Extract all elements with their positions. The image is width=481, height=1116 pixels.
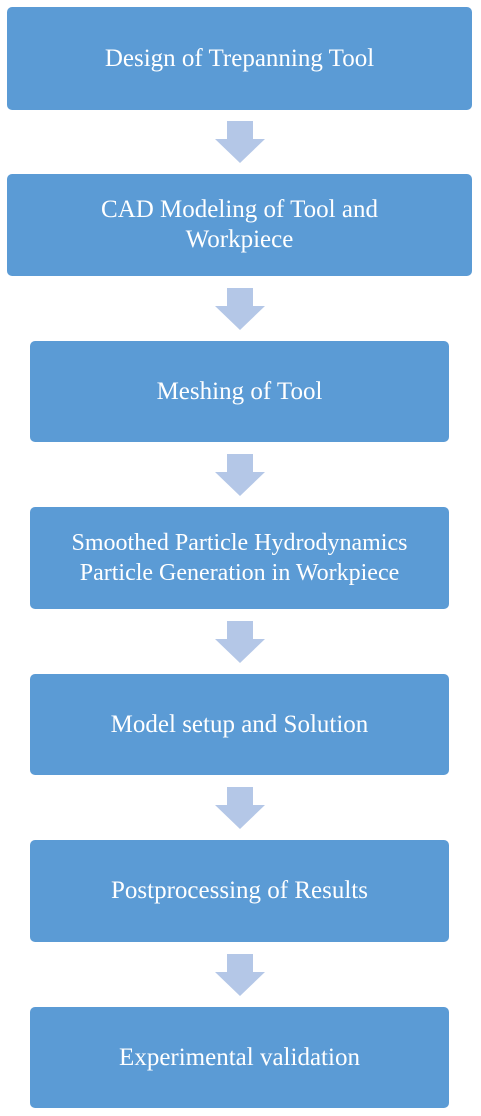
down-arrow-icon xyxy=(215,621,265,663)
step-label: Smoothed Particle Hydrodynamics Particle… xyxy=(71,530,408,586)
step-meshing-of-tool: Meshing of Tool xyxy=(30,341,449,442)
step-model-setup-solution: Model setup and Solution xyxy=(30,674,449,775)
down-arrow-icon xyxy=(215,954,265,996)
step-cad-modeling: CAD Modeling of Tool and Workpiece xyxy=(7,174,472,276)
step-label: Postprocessing of Results xyxy=(111,877,368,904)
step-label: Design of Trepanning Tool xyxy=(104,44,375,72)
step-label: Model setup and Solution xyxy=(110,710,369,738)
down-arrow-icon xyxy=(215,454,265,496)
down-arrow-icon xyxy=(215,121,265,163)
step-label: Meshing of Tool xyxy=(156,377,323,405)
step-sph-particle-generation: Smoothed Particle Hydrodynamics Particle… xyxy=(30,507,449,609)
down-arrow-icon xyxy=(215,787,265,829)
step-label: CAD Modeling of Tool and Workpiece xyxy=(101,196,378,253)
step-design-trepanning-tool: Design of Trepanning Tool xyxy=(7,7,472,110)
step-postprocessing-results: Postprocessing of Results xyxy=(30,840,449,942)
step-experimental-validation: Experimental validation xyxy=(30,1007,449,1108)
step-label: Experimental validation xyxy=(119,1043,360,1071)
down-arrow-icon xyxy=(215,288,265,330)
